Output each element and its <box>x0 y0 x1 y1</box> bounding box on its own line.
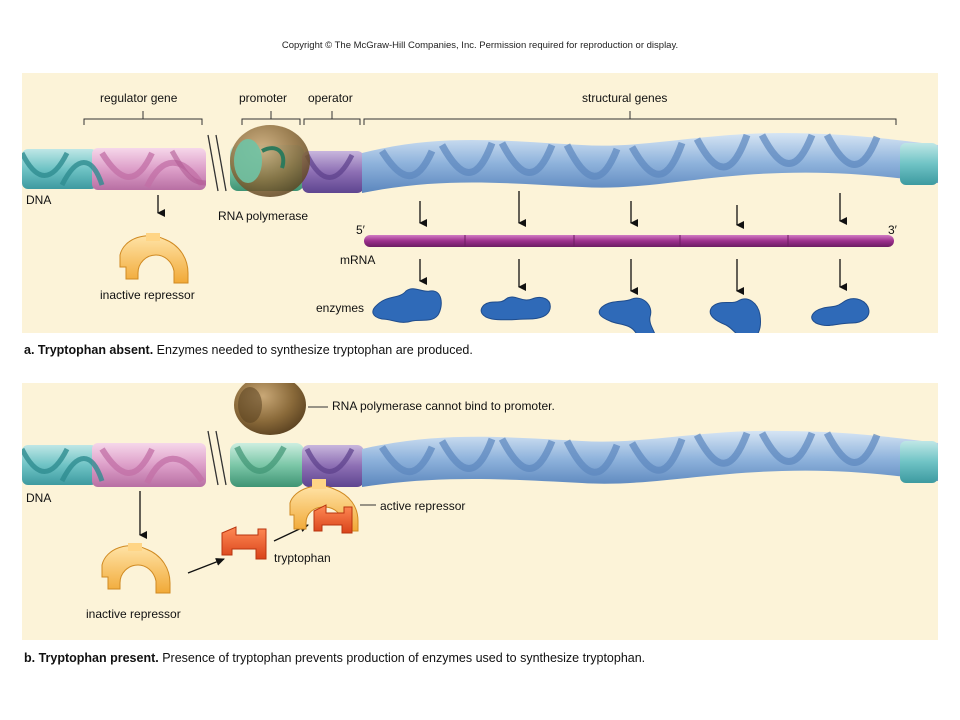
label-regulator-gene: regulator gene <box>100 91 178 105</box>
label-rna-polymerase: RNA polymerase <box>218 209 309 223</box>
enzyme-2 <box>480 296 551 321</box>
gene-region-brackets <box>83 111 897 125</box>
tryptophan-shape <box>221 526 267 560</box>
label-three-prime: 3′ <box>888 223 897 237</box>
inactive-repressor-shape <box>101 543 171 594</box>
enzyme-1 <box>372 288 442 323</box>
enzyme-5 <box>811 298 870 327</box>
caption-panel-b: b. Tryptophan present. Presence of trypt… <box>24 651 645 665</box>
panel-tryptophan-absent: regulator gene promoter operator structu… <box>22 73 938 333</box>
caption-panel-a: a. Tryptophan absent. Enzymes needed to … <box>24 343 473 357</box>
panel-b-illustration <box>22 383 938 594</box>
label-enzymes: enzymes <box>316 301 365 315</box>
label-five-prime: 5′ <box>356 223 365 237</box>
rna-polymerase-unbound <box>234 383 328 435</box>
copyright-notice: Copyright © The McGraw-Hill Companies, I… <box>281 40 679 51</box>
transcription-arrows <box>419 191 847 229</box>
enzymes <box>372 288 870 333</box>
rna-polymerase-bound <box>230 125 310 197</box>
panel-tryptophan-present: RNA polymerase cannot bind to promoter. … <box>22 383 938 640</box>
label-active-repressor: active repressor <box>380 499 466 513</box>
label-mrna: mRNA <box>340 253 376 267</box>
label-operator: operator <box>308 91 353 105</box>
label-rna-polymerase-cannot-bind: RNA polymerase cannot bind to promoter. <box>332 399 555 413</box>
label-dna: DNA <box>26 193 52 207</box>
enzyme-4 <box>709 298 761 333</box>
panel-a-illustration <box>22 111 938 333</box>
caption-a-text: Enzymes needed to synthesize tryptophan … <box>153 343 473 357</box>
caption-a-bold: a. Tryptophan absent. <box>24 343 154 357</box>
tryptophan-arrow-1 <box>187 558 225 574</box>
enzyme-3 <box>598 297 656 333</box>
translation-arrows <box>419 259 847 295</box>
label-inactive-repressor: inactive repressor <box>86 607 181 621</box>
label-dna: DNA <box>26 491 52 505</box>
caption-b-bold: b. Tryptophan present. <box>24 651 159 665</box>
dna-helix <box>22 430 938 487</box>
caption-b-text: Presence of tryptophan prevents producti… <box>158 651 646 665</box>
label-structural-genes: structural genes <box>582 91 668 105</box>
active-repressor-shape <box>289 479 376 534</box>
label-inactive-repressor: inactive repressor <box>100 288 195 302</box>
dna-helix <box>22 133 938 193</box>
label-tryptophan: tryptophan <box>274 551 331 565</box>
label-promoter: promoter <box>239 91 288 105</box>
mrna-strand <box>364 235 894 247</box>
inactive-repressor-shape <box>119 233 189 284</box>
